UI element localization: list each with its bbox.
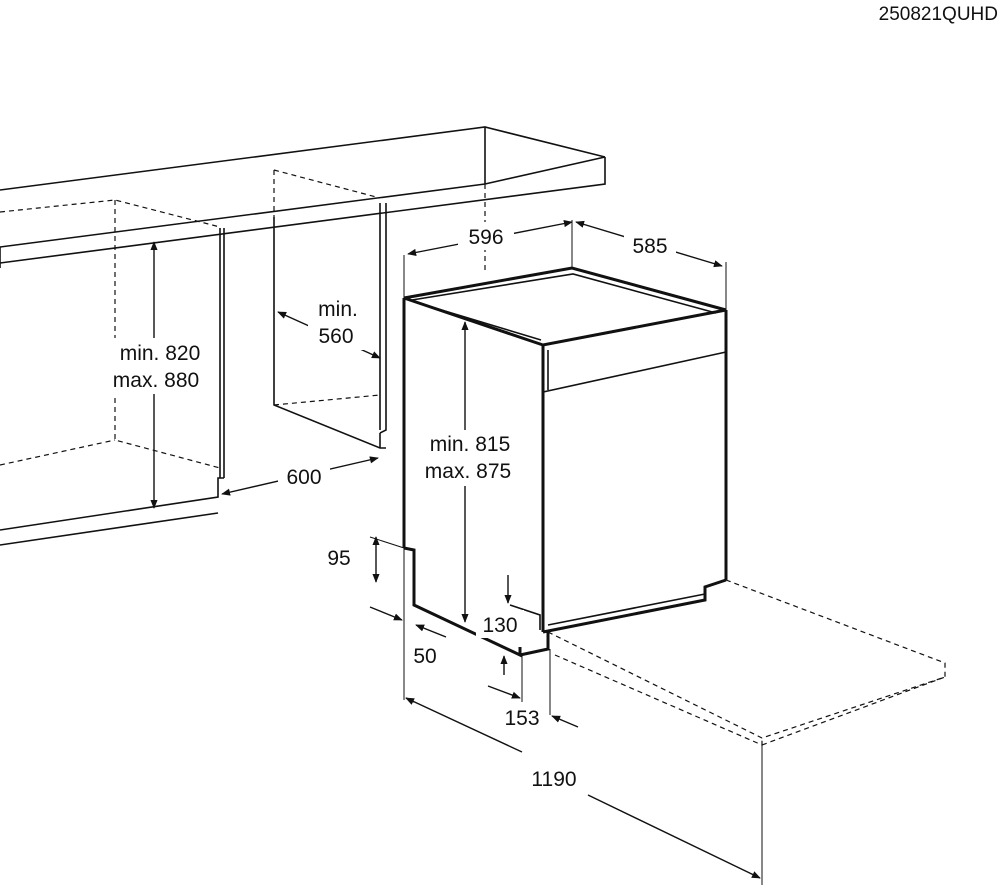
plinth-offset-label: 50	[413, 645, 436, 668]
cabinet-height-max: max. 880	[113, 369, 199, 392]
appliance-depth-label: 585	[632, 235, 667, 258]
niche-width-line2: 560	[318, 325, 353, 348]
niche-width-line1: min.	[318, 298, 358, 321]
dimension-labels: min. 820 max. 880 min. 560 600 596 585 m…	[98, 222, 676, 792]
appliance-height-max: max. 875	[425, 460, 511, 483]
door-open-depth-label: 1190	[531, 768, 576, 791]
door-offset-label: 153	[504, 707, 539, 730]
door-open-zone	[547, 579, 946, 746]
worktop-cabinet	[0, 126, 606, 546]
plinth-height-label: 95	[327, 547, 350, 570]
appliance-width-label: 596	[468, 226, 503, 249]
appliance-height-min: min. 815	[430, 433, 511, 456]
foot-height-label: 130	[482, 614, 517, 637]
drawing-code: 250821QUHD	[879, 4, 998, 25]
cabinet-height-min: min. 820	[120, 342, 201, 365]
cabinet-depth-label: 600	[286, 466, 321, 489]
